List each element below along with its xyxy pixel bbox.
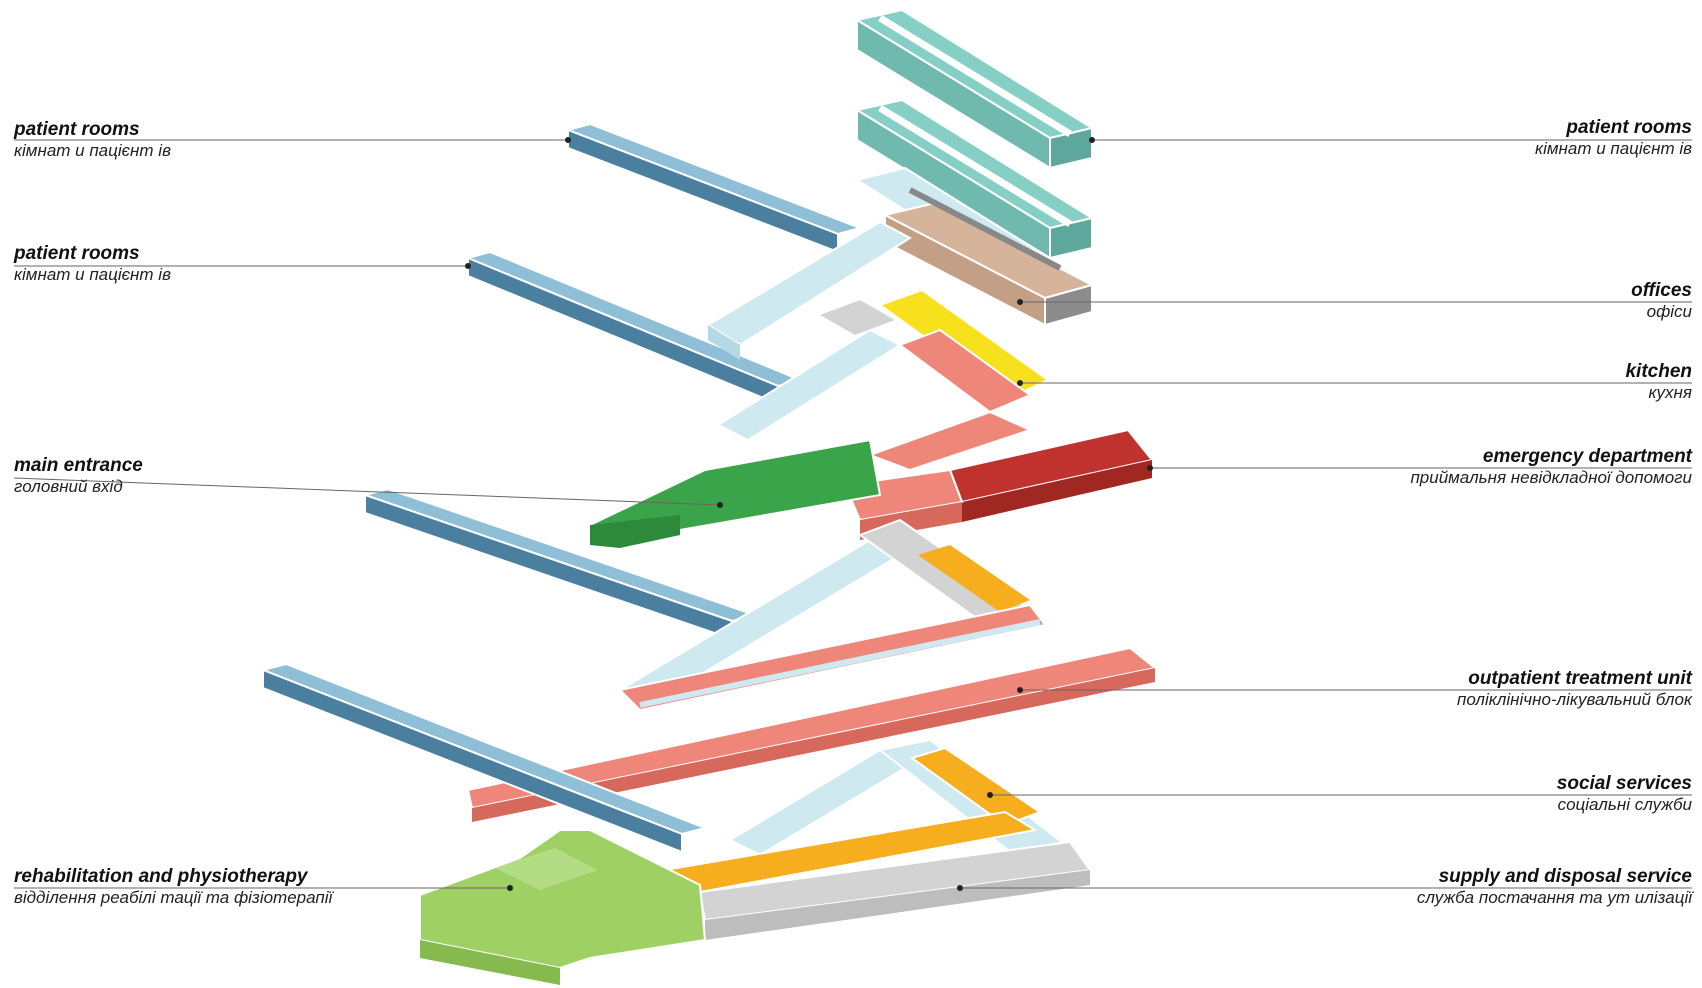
label-rehabilitation: rehabilitation and physiotherapy відділе… <box>14 866 332 907</box>
label-title: kitchen <box>1625 361 1692 383</box>
label-title: patient rooms <box>14 119 171 141</box>
label-main-entrance: main entrance головний вхід <box>14 455 143 496</box>
label-subtitle: соціальні служби <box>1557 795 1692 815</box>
label-emergency-department: emergency department приймальня невідкла… <box>1410 446 1692 487</box>
label-title: patient rooms <box>1535 117 1692 139</box>
label-title: rehabilitation and physiotherapy <box>14 866 332 888</box>
label-supply-disposal-service: supply and disposal service служба поста… <box>1417 866 1692 907</box>
label-title: emergency department <box>1410 446 1692 468</box>
label-outpatient-treatment-unit: outpatient treatment unit поліклінічно-л… <box>1457 668 1692 709</box>
blue-patient-rooms-wing-1 <box>568 124 860 252</box>
label-subtitle: приймальня невідкладної допомоги <box>1410 468 1692 488</box>
label-patient-rooms-left-1: patient rooms кімнат и пацієнт ів <box>14 119 171 160</box>
label-title: social services <box>1557 773 1692 795</box>
label-subtitle: кімнат и пацієнт ів <box>1535 139 1692 159</box>
label-title: offices <box>1631 280 1692 302</box>
label-social-services: social services соціальні служби <box>1557 773 1692 814</box>
main-entrance-block <box>590 440 880 548</box>
label-subtitle: відділення реабілі тації та фізіотерапії <box>14 888 332 908</box>
label-title: supply and disposal service <box>1417 866 1692 888</box>
label-patient-rooms-right: patient rooms кімнат и пацієнт ів <box>1535 117 1692 158</box>
label-title: patient rooms <box>14 243 171 265</box>
label-title: outpatient treatment unit <box>1457 668 1692 690</box>
label-subtitle: служба постачання та ут илізації <box>1417 888 1692 908</box>
label-subtitle: кімнат и пацієнт ів <box>14 141 171 161</box>
label-offices: offices офіси <box>1631 280 1692 321</box>
label-subtitle: кухня <box>1625 383 1692 403</box>
label-subtitle: поліклінічно-лікувальний блок <box>1457 690 1692 710</box>
rehabilitation-block <box>420 830 705 985</box>
label-subtitle: офіси <box>1631 302 1692 322</box>
label-subtitle: кімнат и пацієнт ів <box>14 265 171 285</box>
label-patient-rooms-left-2: patient rooms кімнат и пацієнт ів <box>14 243 171 284</box>
label-subtitle: головний вхід <box>14 477 143 497</box>
label-title: main entrance <box>14 455 143 477</box>
label-kitchen: kitchen кухня <box>1625 361 1692 402</box>
